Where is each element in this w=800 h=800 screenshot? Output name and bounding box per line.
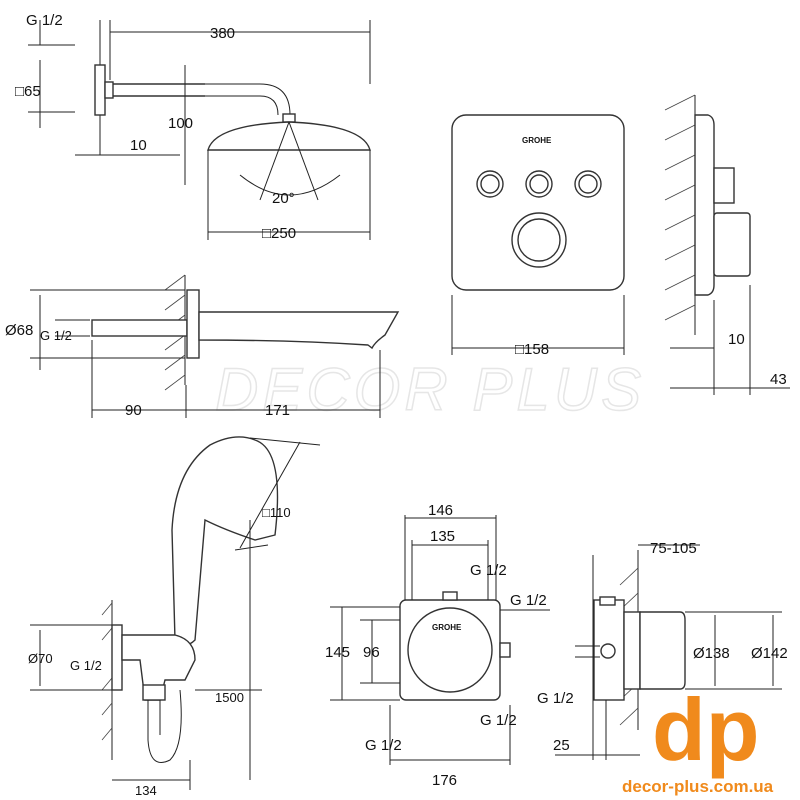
head-size-label: □250 (262, 225, 296, 242)
box-thread-bottom-right-label: G 1/2 (480, 712, 517, 729)
box-front-drawing: GROHE 146 135 G 1/2 G 1/2 145 96 G 1/2 G… (325, 502, 550, 789)
hand-size-label: □110 (262, 505, 291, 520)
logo-site: decor-plus.com.ua (622, 777, 774, 796)
side-diameter-outer-label: Ø142 (751, 645, 788, 662)
spout-projection-label: 171 (265, 402, 290, 419)
box-width-inner-label: 135 (430, 528, 455, 545)
box-thread-bottom-left-label: G 1/2 (365, 737, 402, 754)
box-height-inner-label: 96 (363, 644, 380, 661)
plate-size-label: □158 (515, 341, 549, 358)
offset-label: 10 (130, 137, 147, 154)
head-shower-drawing: G 1/2 380 □65 100 10 20° □250 (15, 12, 371, 242)
side-offset-label: 25 (553, 737, 570, 754)
plate-total-depth-label: 43 (770, 371, 787, 388)
plate-brand: GROHE (522, 136, 552, 145)
box-side-drawing: 75-105 Ø138 Ø142 G 1/2 25 (537, 540, 788, 760)
logo-mark: dp (652, 680, 760, 779)
spout-thread-label: G 1/2 (40, 328, 72, 343)
hand-projection-label: 134 (135, 783, 157, 798)
box-width-outer-label: 146 (428, 502, 453, 519)
side-thread-label: G 1/2 (537, 690, 574, 707)
box-height-outer-label: 145 (325, 644, 350, 661)
box-width-total-label: 176 (432, 772, 457, 789)
head-thread-label: G 1/2 (26, 12, 63, 29)
spout-diameter-label: Ø68 (5, 322, 33, 339)
hand-shower-drawing: □110 Ø70 G 1/2 1500 134 (28, 436, 321, 798)
head-height-label: 100 (168, 115, 193, 132)
decor-plus-logo: dp decor-plus.com.ua (622, 680, 774, 796)
box-thread-top-label: G 1/2 (470, 562, 507, 579)
control-plate-drawing: GROHE □158 10 43 (451, 94, 790, 395)
install-depth-label: 75-105 (650, 540, 697, 557)
spout-depth-label: 90 (125, 402, 142, 419)
side-diameter-inner-label: Ø138 (693, 645, 730, 662)
hose-length-label: 1500 (215, 690, 244, 705)
angle-label: 20° (272, 190, 295, 207)
plate-depth-label: 10 (728, 331, 745, 348)
arm-length-label: 380 (210, 25, 235, 42)
outlet-diameter-label: Ø70 (28, 651, 53, 666)
watermark: DECOR PLUS (215, 356, 645, 423)
flange-label: □65 (15, 83, 41, 100)
box-thread-right-label: G 1/2 (510, 592, 547, 609)
spout-drawing: Ø68 G 1/2 90 171 (5, 274, 400, 419)
box-brand: GROHE (432, 623, 462, 632)
hand-thread-label: G 1/2 (70, 658, 102, 673)
